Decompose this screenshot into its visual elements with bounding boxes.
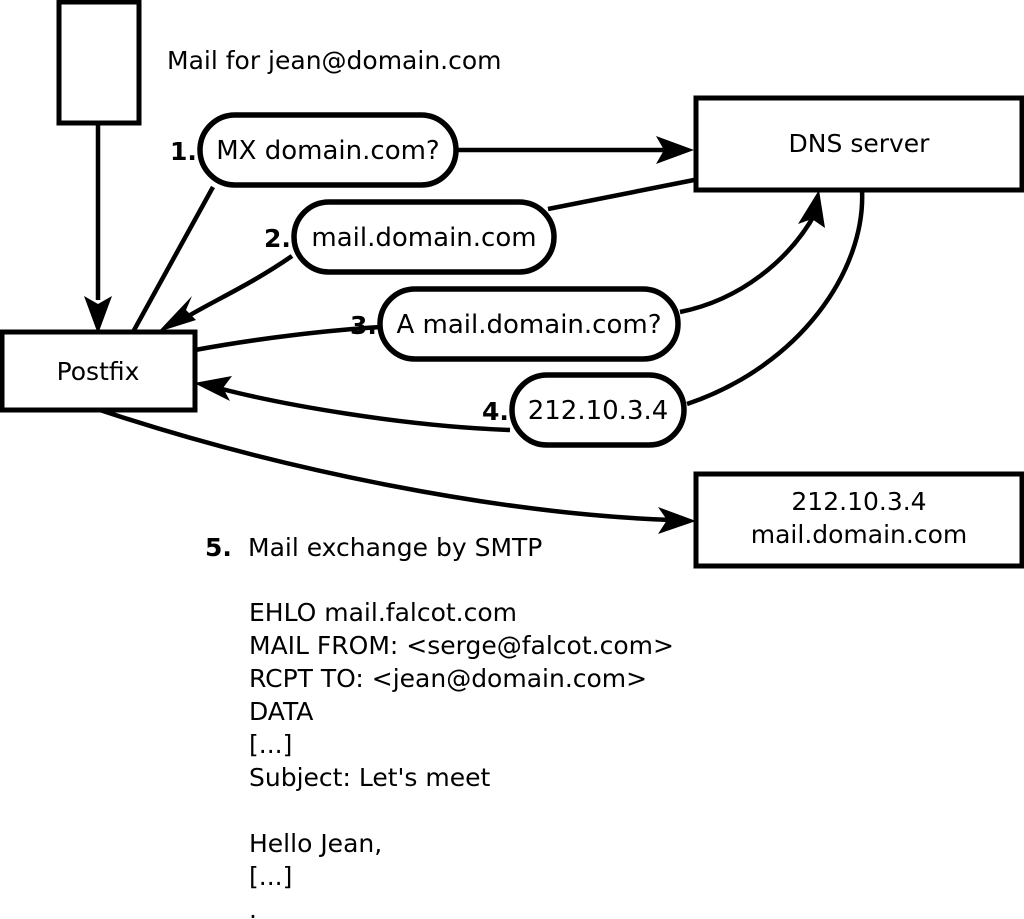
message-step-2-label: mail.domain.com [311, 223, 536, 253]
node-mailserver-host: mail.domain.com [751, 520, 967, 549]
message-bubble-step-2: mail.domain.com [291, 199, 557, 275]
edge-step4-to-postfix [194, 376, 511, 433]
transcript-line: DATA [249, 697, 313, 726]
transcript-line: Hello Jean, [249, 829, 382, 858]
edge-client-to-postfix [84, 123, 112, 334]
node-client-box [56, 0, 142, 126]
step-number-5: 5. [205, 533, 232, 562]
message-bubble-step-3: A mail.domain.com? [377, 286, 681, 362]
transcript-line: [...] [249, 730, 292, 759]
edge-postfix-to-step1 [131, 185, 215, 334]
edge-dns-to-step4 [686, 189, 865, 407]
edge-postfix-to-step3 [194, 324, 382, 353]
transcript-line: . [249, 895, 257, 919]
arrowhead-postfix-to-mailserver [658, 507, 696, 534]
transcript-line: MAIL FROM: <serge@falcot.com> [249, 631, 674, 660]
step-5-description: Mail exchange by SMTP [248, 533, 542, 562]
edge-step2-to-postfix [158, 254, 294, 332]
arrowhead-step2-to-postfix [158, 296, 196, 332]
transcript-line: RCPT TO: <jean@domain.com> [249, 664, 647, 693]
arrowhead-step1-to-dns [656, 136, 694, 164]
edge-step1-to-dns [458, 136, 694, 164]
node-dns-box [693, 95, 1024, 193]
node-mailserver-ip: 212.10.3.4 [791, 487, 926, 516]
arrowhead-step3-to-dns [798, 190, 825, 228]
node-postfix-label: Postfix [57, 357, 140, 386]
node-dns-label: DNS server [789, 129, 931, 158]
message-step-1-label: MX domain.com? [216, 136, 439, 166]
edge-dns-to-step2 [547, 177, 695, 212]
caption-mail-for: Mail for jean@domain.com [167, 46, 502, 75]
transcript-line: [...] [249, 862, 292, 891]
smtp-transcript: EHLO mail.falcot.com MAIL FROM: <serge@f… [249, 598, 674, 919]
edge-step3-to-dns [679, 190, 825, 315]
message-bubble-step-4: 212.10.3.4 [509, 372, 687, 448]
step-number-1: 1. [170, 137, 197, 166]
node-mailserver-box [693, 471, 1024, 569]
node-postfix-box [0, 329, 198, 413]
edge-postfix-to-mailserver [99, 407, 696, 534]
transcript-line: EHLO mail.falcot.com [249, 598, 517, 627]
step-number-3: 3. [350, 311, 377, 340]
arrowhead-step4-to-postfix [194, 376, 232, 401]
message-bubble-step-1: MX domain.com? [197, 112, 459, 188]
message-step-4-label: 212.10.3.4 [528, 396, 669, 426]
step-number-2: 2. [264, 224, 291, 253]
transcript-line: Subject: Let's meet [249, 763, 490, 792]
step-number-4: 4. [482, 397, 509, 426]
message-step-3-label: A mail.domain.com? [397, 310, 662, 340]
arrowhead-client-to-postfix [84, 296, 112, 334]
